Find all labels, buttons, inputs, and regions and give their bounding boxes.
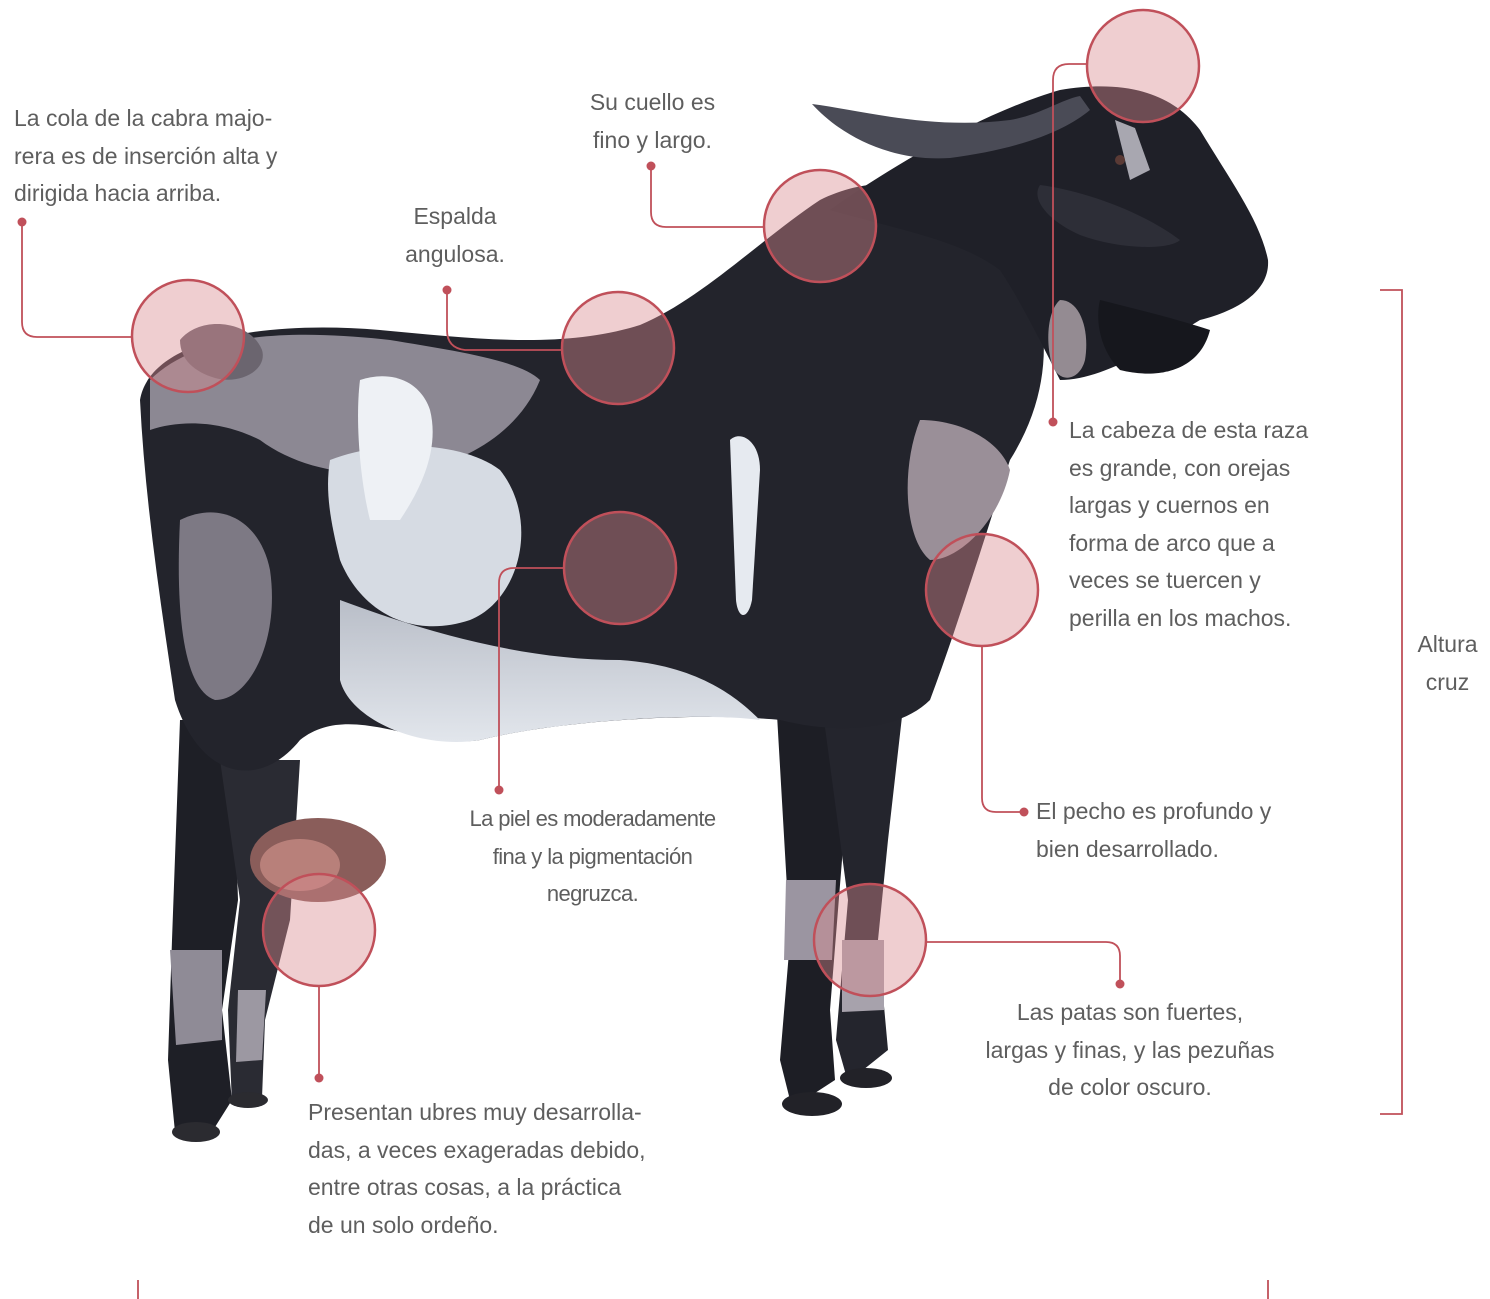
height-bracket xyxy=(1380,290,1402,1114)
tail-callout-text: La cola de la cabra majo- rera es de ins… xyxy=(14,100,344,213)
legs-highlight-circle xyxy=(814,884,926,996)
legs-callout-text: Las patas son fuertes, largas y finas, y… xyxy=(955,994,1305,1107)
legs-leader-line xyxy=(926,942,1120,982)
head-highlight-circle xyxy=(1087,10,1199,122)
bottom-ticks xyxy=(138,1280,1268,1299)
chest-callout-text: El pecho es profundo y bien desarrollado… xyxy=(1036,793,1336,868)
back-callout-text: Espalda angulosa. xyxy=(380,198,530,273)
chest-highlight-circle xyxy=(926,534,1038,646)
tail-leader-line xyxy=(22,222,132,337)
tail-highlight-circle xyxy=(132,280,244,392)
head-callout-text: La cabeza de esta raza es grande, con or… xyxy=(1069,412,1369,637)
udder-highlight-circle xyxy=(263,874,375,986)
chest-leader-line xyxy=(982,646,1024,812)
back-highlight-circle xyxy=(562,292,674,404)
udder-callout-text: Presentan ubres muy desarrolla- das, a v… xyxy=(308,1094,708,1244)
skin-callout-text: La piel es moderadamente fina y la pigme… xyxy=(440,800,745,913)
neck-highlight-circle xyxy=(764,170,876,282)
neck-leader-line xyxy=(651,166,764,227)
neck-callout-text: Su cuello es fino y largo. xyxy=(570,84,735,159)
skin-highlight-circle xyxy=(564,512,676,624)
height-bracket-label: Altura cruz xyxy=(1400,626,1490,701)
